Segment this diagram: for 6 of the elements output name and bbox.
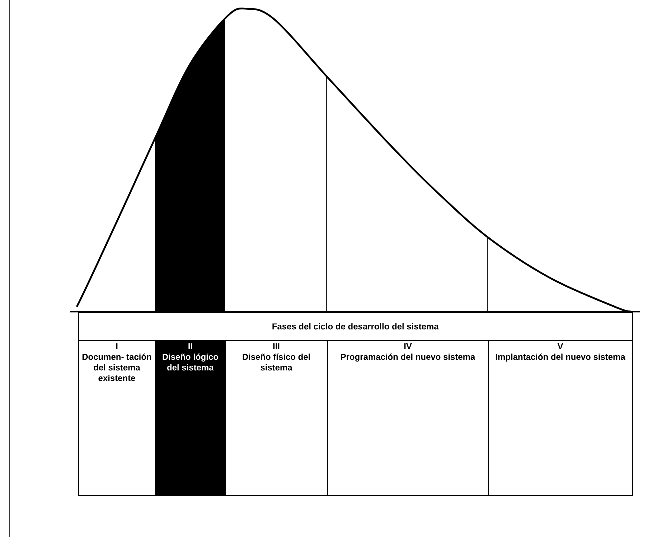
phase-cell: I Documen- tación del sistema existente (78, 340, 156, 496)
highlighted-phase-cell: II Diseño lógico del sistema (155, 340, 226, 496)
phase-cell: III Diseño físico del sistema (225, 340, 328, 496)
header-band: Fases del ciclo de desarrollo del sistema (78, 312, 634, 342)
phase-cell: IV Programación del nuevo sistema (327, 340, 490, 496)
phase-cell: V Implantación del nuevo sistema (488, 340, 634, 496)
